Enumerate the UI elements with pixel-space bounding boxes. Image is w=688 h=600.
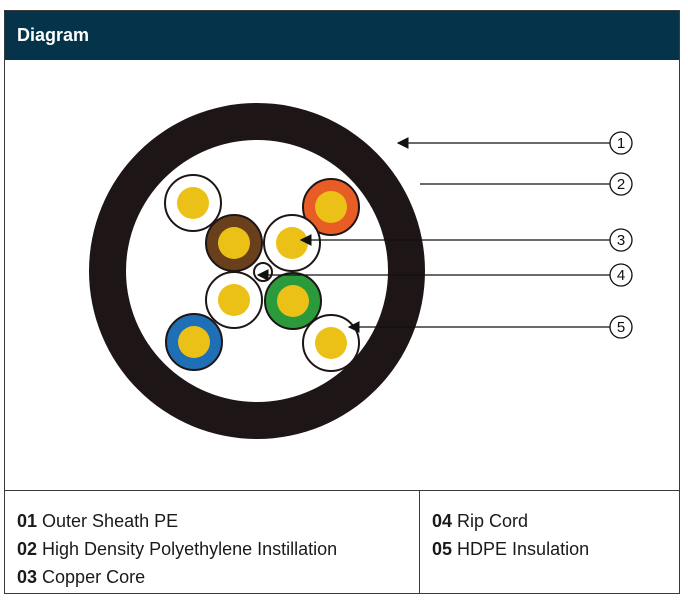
conductor-orange (302, 178, 360, 236)
legend-label: Outer Sheath PE (42, 511, 179, 531)
legend-number: 02 (17, 539, 38, 559)
conductor-blue (165, 313, 223, 371)
conductor-brown (205, 214, 263, 272)
callout-3: 3 (609, 228, 633, 252)
legend-label: Copper Core (42, 567, 146, 587)
conductor-white-lower-left (205, 271, 263, 329)
legend-number: 04 (432, 511, 453, 531)
conductor-white-center (263, 214, 321, 272)
conductor-white-bottom-right (302, 314, 360, 372)
callout-3-number: 3 (617, 232, 625, 249)
callout-2: 2 (609, 172, 633, 196)
card-title: Diagram (17, 25, 90, 45)
legend-number: 05 (432, 539, 453, 559)
legend-number: 01 (17, 511, 38, 531)
legend-label: Rip Cord (457, 511, 529, 531)
conductor-green (264, 272, 322, 330)
legend-label: High Density Polyethylene Instillation (42, 539, 338, 559)
cable-cross-section: 1 2 3 4 5 (5, 60, 679, 491)
diagram-card: Diagram (4, 10, 680, 594)
cable-diagram-svg: 1 2 3 4 5 (89, 103, 633, 439)
callout-5: 5 (609, 315, 633, 339)
callout-1: 1 (609, 131, 633, 155)
legend-number: 03 (17, 567, 38, 587)
callout-2-number: 2 (617, 176, 625, 193)
conductor-white-top-left (164, 174, 222, 232)
callout-4: 4 (609, 263, 633, 287)
rip-cord (253, 262, 273, 282)
callout-1-number: 1 (617, 135, 625, 152)
card-header: Diagram (5, 11, 679, 60)
callout-5-number: 5 (617, 319, 625, 336)
legend-label: HDPE Insulation (457, 539, 590, 559)
callout-4-number: 4 (617, 267, 625, 284)
